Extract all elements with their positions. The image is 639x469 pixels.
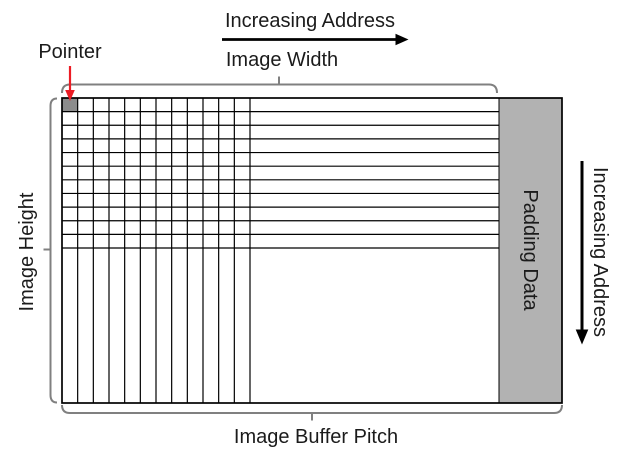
image-height-label: Image Height — [16, 192, 38, 312]
increasing-address-top-label: Increasing Address — [224, 10, 396, 32]
image-height-bracket — [43, 97, 58, 404]
increasing-address-right-arrow-icon — [222, 33, 409, 46]
padding-data-label: Padding Data — [519, 189, 541, 311]
pointer-cell — [62, 98, 78, 112]
padding-region — [498, 97, 563, 404]
column-lines — [77, 98, 251, 403]
pointer-label: Pointer — [38, 41, 102, 63]
image-width-label: Image Width — [225, 49, 339, 71]
image-width-bracket — [61, 76, 498, 94]
increasing-address-right-label: Increasing Address — [589, 166, 611, 338]
increasing-address-down-arrow-icon — [575, 161, 589, 345]
image-buffer-pitch-label: Image Buffer Pitch — [233, 426, 399, 448]
pointer-arrow-icon — [65, 66, 75, 101]
image-buffer-pitch-bracket — [61, 404, 563, 421]
row-lines — [62, 111, 499, 249]
buffer-outline — [61, 97, 563, 404]
